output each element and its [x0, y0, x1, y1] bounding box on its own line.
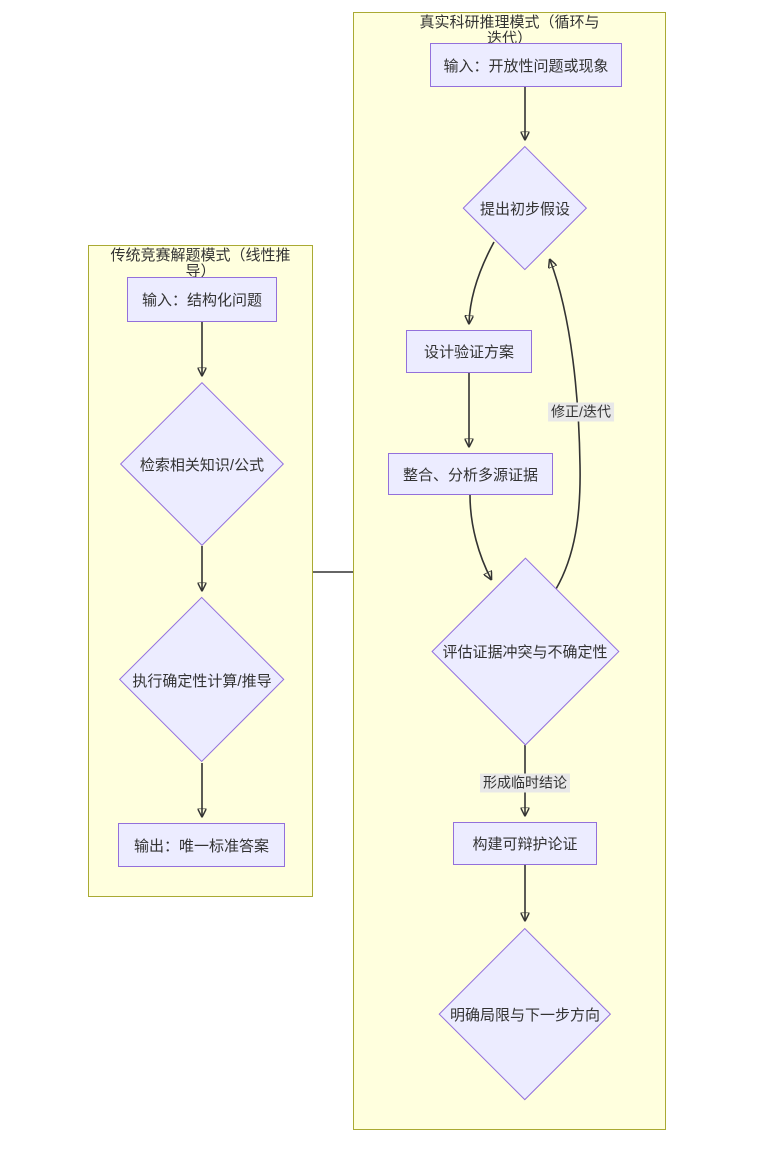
node-label: 提出初步假设	[479, 200, 570, 218]
edge-label-revise-iterate: 修正/迭代	[548, 402, 614, 422]
node-label: 检索相关知识/公式	[139, 456, 265, 474]
node-evaluate-conflict-uncertainty: 评估证据冲突与不确定性	[431, 557, 619, 745]
node-initial-hypothesis: 提出初步假设	[463, 146, 587, 270]
subgraph-traditional-title: 传统竞赛解题模式（线性推导）	[110, 247, 291, 280]
node-deterministic-computation: 执行确定性计算/推导	[119, 597, 285, 763]
node-label: 执行确定性计算/推导	[132, 672, 272, 690]
edge-R2-R3	[469, 241, 495, 323]
node-label: 输出：唯一标准答案	[133, 837, 269, 855]
node-retrieve-knowledge: 检索相关知识/公式	[120, 382, 284, 546]
node-input-structured-problem: 输入：结构化问题	[127, 277, 277, 322]
node-label: 输入：结构化问题	[141, 292, 262, 309]
node-label: 设计验证方案	[423, 344, 514, 361]
node-label: 构建可辩护论证	[472, 836, 578, 853]
node-label: 输入：开放性问题或现象	[443, 57, 609, 75]
edge-R5-R2-back	[550, 260, 581, 590]
node-label: 明确局限与下一步方向	[449, 1006, 600, 1024]
node-design-verification: 设计验证方案	[406, 330, 532, 373]
subgraph-traditional: 传统竞赛解题模式（线性推导）	[88, 245, 313, 897]
node-defensible-argument: 构建可辩护论证	[453, 822, 597, 865]
node-label: 评估证据冲突与不确定性	[442, 643, 608, 661]
node-label: 整合、分析多源证据	[402, 466, 538, 484]
node-integrate-evidence: 整合、分析多源证据	[388, 453, 553, 495]
edge-label-tentative-conclusion: 形成临时结论	[480, 773, 570, 793]
node-output-standard-answer: 输出：唯一标准答案	[118, 823, 285, 867]
subgraph-research-title: 真实科研推理模式（循环与迭代）	[419, 14, 600, 47]
edge-R4-R5	[469, 494, 491, 579]
node-limitations-next-steps: 明确局限与下一步方向	[439, 928, 611, 1100]
node-input-open-problem: 输入：开放性问题或现象	[430, 43, 622, 87]
